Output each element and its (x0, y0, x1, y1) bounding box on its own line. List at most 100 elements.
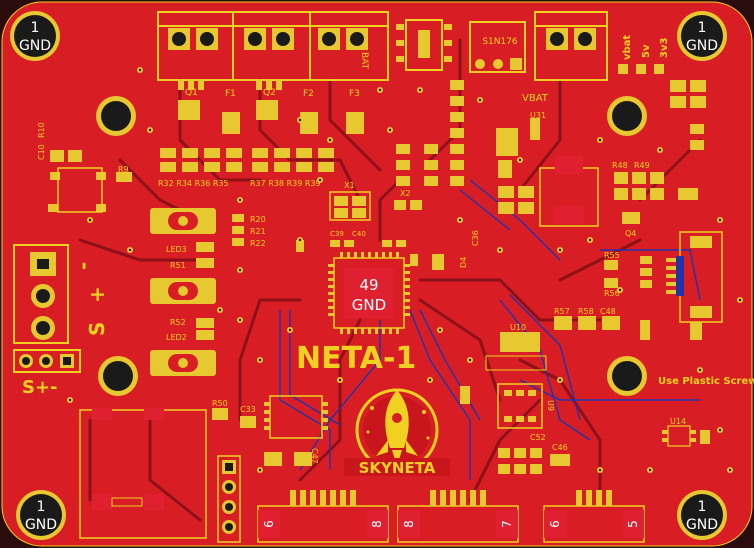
r50-label: R50 (212, 399, 228, 408)
mounting-hole-tr: 1 GND (677, 11, 727, 61)
via-hole (658, 148, 662, 152)
screw-hole-4 (607, 356, 647, 396)
hole-net: 1 (37, 499, 46, 515)
term-sig: S (85, 322, 109, 336)
r52-label: R52 (170, 318, 186, 327)
via-hole (418, 88, 422, 92)
button-3 (150, 350, 216, 376)
via-hole (138, 68, 142, 72)
bat-label: BAT (359, 52, 369, 70)
mcu-label: GND (352, 296, 386, 314)
r49-label: R49 (634, 161, 650, 170)
j8b-label: 8 (402, 520, 416, 528)
via-hole (648, 468, 652, 472)
f2-label: F2 (303, 89, 314, 99)
bottom-right-passives (460, 386, 570, 474)
q1-label: Q1 (185, 88, 198, 98)
j8a-label: 8 (370, 520, 384, 528)
bottom-connector-1: 6 8 (257, 490, 389, 543)
via-hole (238, 318, 242, 322)
via-hole (718, 218, 722, 222)
ic-bottom-center (212, 395, 328, 466)
c47-label: C47 (310, 448, 319, 464)
via-hole (288, 328, 292, 332)
right-upper-block (614, 80, 706, 224)
screw-hole-2 (607, 96, 647, 136)
crystal-x2 (394, 200, 422, 210)
via-hole (428, 378, 432, 382)
regulator-u31 (496, 118, 599, 227)
traces-blue (279, 179, 701, 480)
fet-fuse-block (178, 80, 364, 134)
mounting-hole-bl: 1 GND (16, 490, 66, 540)
via-hole (238, 198, 242, 202)
left-terminal (13, 244, 69, 344)
c36-label: C36 (471, 230, 480, 246)
x1-label: X1 (344, 181, 355, 190)
via-hole (618, 288, 622, 292)
terminal-blocks-top: BAT (157, 11, 389, 81)
ic-u10 (485, 332, 547, 371)
hole-label: GND (19, 38, 51, 54)
q2-label: Q2 (263, 88, 276, 98)
via-hole (598, 468, 602, 472)
r10-label: R10 (37, 122, 46, 138)
diode-s1n: S1N176 (469, 21, 526, 73)
hole-label: GND (686, 517, 718, 533)
r22-label: R22 (250, 239, 266, 248)
u9-label: U9 (546, 400, 555, 411)
led-resistors (196, 214, 244, 340)
via-hole (128, 248, 132, 252)
hole-net: 1 (698, 499, 707, 515)
via-hole (378, 88, 382, 92)
resistor-column (396, 80, 464, 186)
switch-s1 (396, 19, 452, 71)
via-hole (258, 468, 262, 472)
j6a-label: 6 (262, 520, 276, 528)
v33-label: 3v3 (659, 38, 670, 58)
vbat2-label: VBAT (522, 93, 549, 104)
via-hole (338, 378, 342, 382)
via-hole (88, 218, 92, 222)
r55-label: R55 (604, 251, 620, 260)
mcu-caps (296, 240, 444, 270)
via-hole (238, 268, 242, 272)
led3-label: LED3 (166, 245, 187, 254)
j7-label: 7 (500, 520, 514, 528)
via-hole (478, 98, 482, 102)
via-hole (218, 308, 222, 312)
c52-label: C52 (530, 433, 546, 442)
servo-label: S+- (22, 377, 58, 398)
via-hole (468, 358, 472, 362)
via-hole (438, 328, 442, 332)
screw-hole-1 (96, 96, 136, 136)
r9-label: R9 (118, 165, 129, 174)
r57-label: R57 (554, 307, 570, 316)
r58-label: R58 (578, 307, 594, 316)
x2-label: X2 (400, 189, 411, 198)
u14-label: U14 (670, 417, 686, 426)
via-hole (588, 238, 592, 242)
resistor-row-1 (160, 148, 334, 172)
board-title: NETA-1 (296, 341, 416, 376)
r51-label: R51 (170, 261, 186, 270)
via-hole (318, 178, 322, 182)
left-components (48, 150, 132, 212)
term-minus: - (71, 262, 95, 270)
via-hole (298, 238, 302, 242)
logo-text: SKYNETA (359, 459, 436, 477)
via-hole (698, 368, 702, 372)
c40-label: C40 (352, 230, 366, 238)
hole-net: 1 (698, 20, 707, 36)
hole-label: GND (25, 517, 57, 533)
usb-resistors (554, 256, 702, 340)
via-hole (328, 138, 332, 142)
via-hole (148, 128, 152, 132)
hole-label: GND (686, 38, 718, 54)
bottom-connector-2: 8 7 (397, 490, 519, 543)
q4-label: Q4 (625, 229, 636, 238)
r37-label: R37 R38 R39 R39 (250, 179, 321, 188)
r21-label: R21 (250, 227, 266, 236)
mounting-hole-br: 1 GND (677, 490, 727, 540)
module-outline (79, 408, 207, 539)
